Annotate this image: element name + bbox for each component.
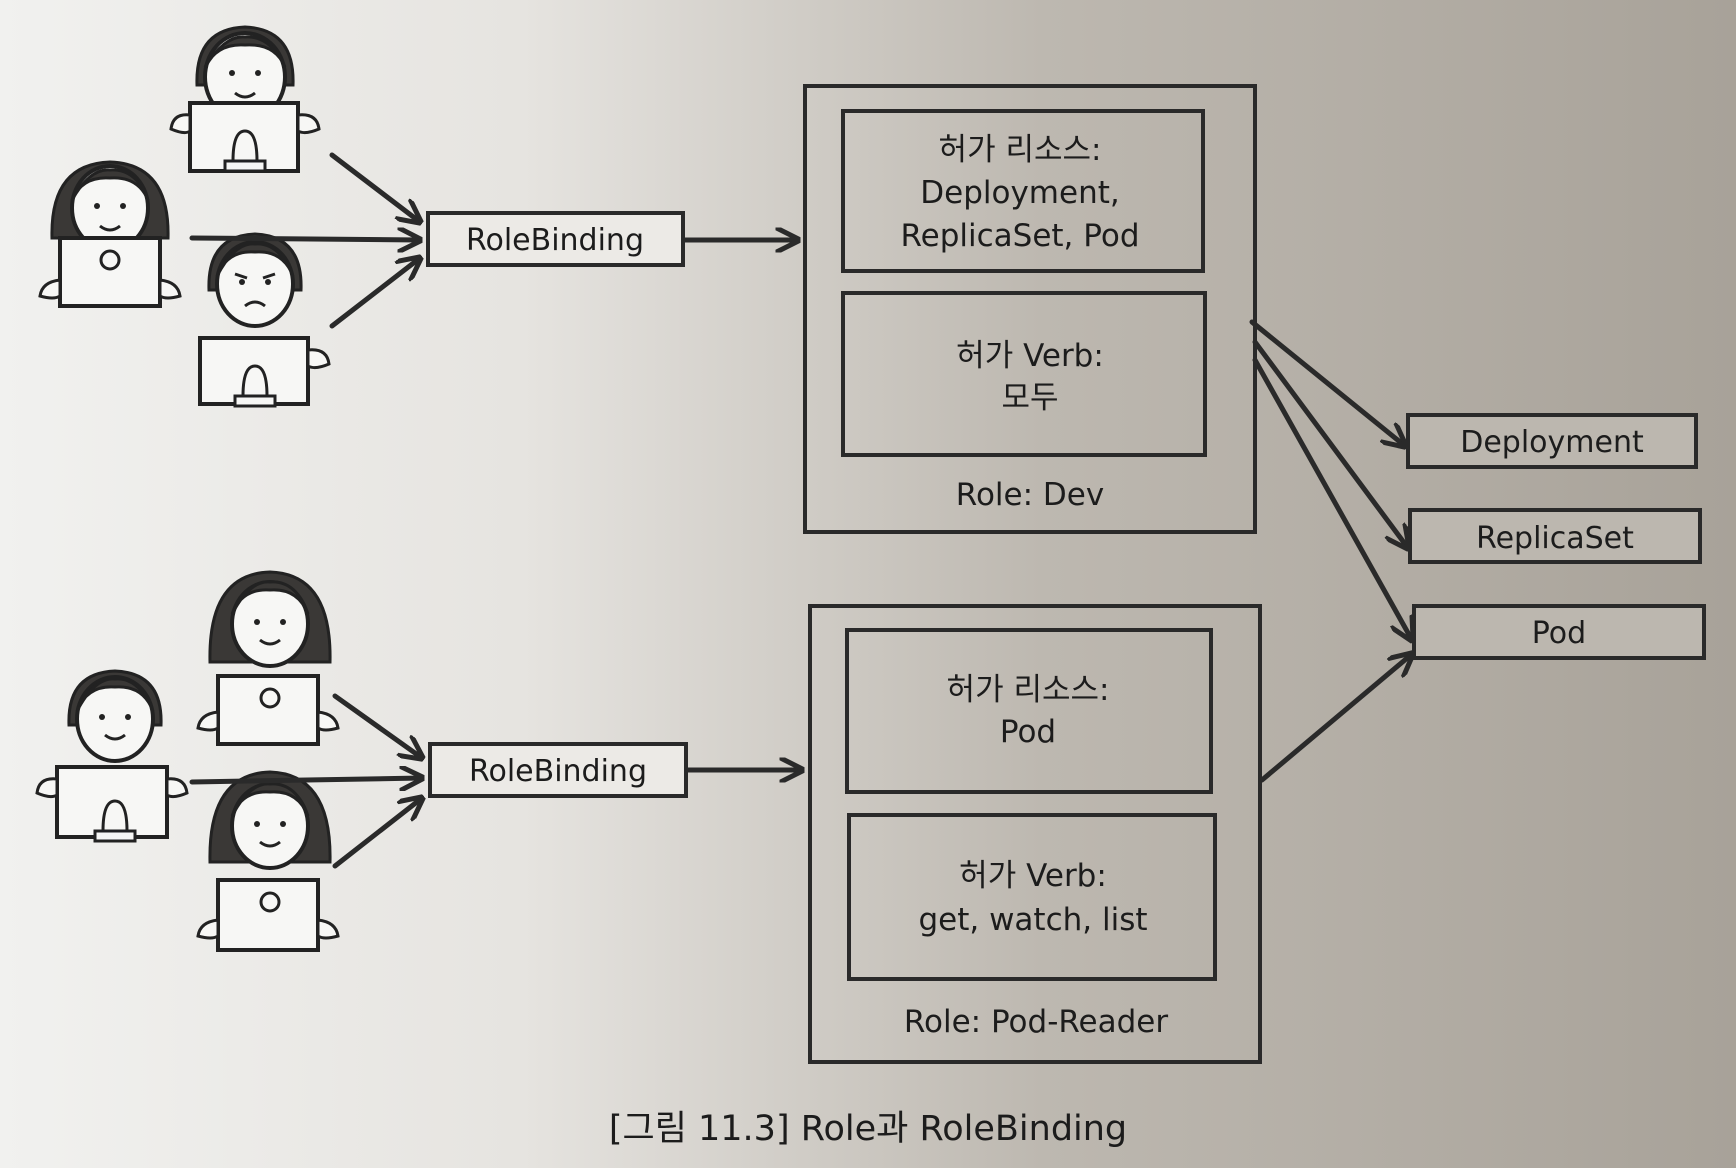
resource-pod: Pod [1412,604,1706,660]
role-dev-name: Role: Dev [956,477,1104,513]
resource-pod-label: Pod [1532,616,1586,651]
role-dev-verb-label: 허가 Verb: [956,338,1104,374]
role-dev-verb-value: 모두 [1001,380,1058,416]
user-to-rolebinding-arrow [332,798,422,869]
resource-deployment-label: Deployment [1460,425,1644,460]
resource-replicaset-label: ReplicaSet [1476,521,1634,556]
role-to-resource-arrow [1259,654,1412,783]
user-icon [169,25,321,173]
role-dev-resources-line2: ReplicaSet, Pod [900,218,1139,254]
role-to-resource-arrow [1252,339,1408,548]
role-pod-reader-resources-value: Pod [1000,714,1056,750]
user-icon [196,770,340,952]
user-icon [38,160,182,308]
role-pod-reader-resources-label: 허가 리소스: [947,672,1110,708]
role-dev-resources-label: 허가 리소스: [939,132,1102,168]
role-to-resource-arrow [1249,319,1405,446]
role-pod-reader-verb-label: 허가 Verb: [959,858,1107,894]
figure-caption: [그림 11.3] Role과 RoleBinding [608,1109,1128,1149]
role-pod-reader-name: Role: Pod-Reader [904,1004,1168,1040]
role-to-resource-arrow [1252,357,1412,640]
user-to-rolebinding-arrow [332,693,422,758]
rolebinding-bottom-label: RoleBinding [469,754,647,789]
rolebinding-bottom: RoleBinding [428,742,688,798]
role-dev-box: 허가 리소스: Deployment, ReplicaSet, Pod 허가 V… [803,84,1257,534]
user-to-rolebinding-arrow [329,258,420,329]
user-icon [196,570,340,746]
user-icon [198,232,331,408]
user-to-rolebinding-arrow [329,152,420,222]
role-pod-reader-verb-value: get, watch, list [918,902,1147,938]
rolebinding-top-label: RoleBinding [466,223,644,258]
user-to-rolebinding-arrow [189,238,420,240]
role-pod-reader-box: 허가 리소스: Pod 허가 Verb: get, watch, list Ro… [808,604,1262,1064]
role-dev-resources-line1: Deployment, [920,175,1119,211]
resource-replicaset: ReplicaSet [1408,508,1702,564]
user-icon [35,669,189,843]
rolebinding-top: RoleBinding [426,211,685,267]
resource-deployment: Deployment [1406,413,1698,469]
user-to-rolebinding-arrow [189,778,422,782]
